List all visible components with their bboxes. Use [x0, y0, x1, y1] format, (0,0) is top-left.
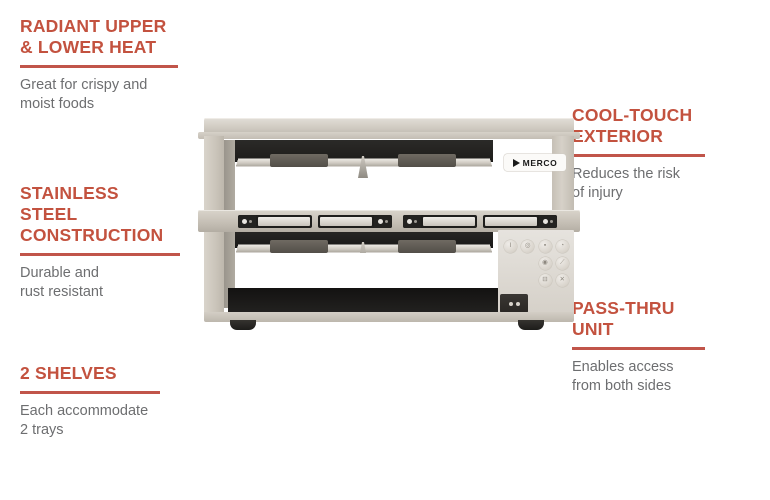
control-module[interactable] [403, 215, 477, 228]
callout-body: Great for crispy and moist foods [20, 76, 148, 113]
keypad-button-label: ◉ [542, 259, 548, 267]
lower-shelf-base [228, 288, 500, 314]
cabinet-base [204, 312, 574, 322]
control-knob-cluster-icon [539, 215, 557, 228]
keypad-button-label: ◎ [524, 242, 531, 250]
cabinet-foot-right [518, 320, 544, 330]
control-window [258, 217, 310, 226]
callout-divider [572, 154, 705, 157]
product-image-merco-merchandiser: MERCO I ◎ ▪ [198, 118, 580, 330]
control-knob-cluster-icon [374, 215, 392, 228]
upper-heat-housing-right [398, 154, 456, 167]
merco-logo-plate: MERCO [504, 154, 566, 171]
upper-heat-housing-left [270, 154, 328, 167]
keypad-button-label: ⟋ [559, 259, 565, 267]
callout-divider [20, 65, 178, 68]
callout-divider [20, 253, 180, 256]
callout-divider [20, 391, 160, 394]
control-knob-cluster-icon [238, 215, 256, 228]
keypad-button-label: ▪ [543, 242, 547, 250]
control-keypad[interactable]: I ◎ ▪ ◔ ◉ ⟋ ⊟ ✕ [504, 240, 570, 287]
control-window [485, 217, 537, 226]
callout-heading: 2 SHELVES [20, 363, 117, 383]
keypad-button-label: ◔ [560, 242, 565, 250]
cabinet-foot-left [230, 320, 256, 330]
control-knob-cluster-icon [403, 215, 421, 228]
lower-shelf-cavity [235, 253, 493, 291]
keypad-button[interactable]: I [504, 240, 517, 253]
control-display [500, 294, 528, 313]
cabinet-top-lip [198, 132, 580, 139]
keypad-button[interactable]: ◉ [538, 257, 552, 270]
callout-heading: PASS-THRU UNIT [572, 298, 675, 339]
keypad-button[interactable]: ▪ [538, 240, 552, 253]
keypad-button[interactable]: ⊟ [538, 274, 552, 287]
keypad-button[interactable]: ◔ [555, 240, 569, 253]
control-window [320, 217, 372, 226]
control-window [423, 217, 475, 226]
callout-stainless-steel: STAINLESS STEEL CONSTRUCTION Durable and… [20, 183, 200, 303]
keypad-button-label: ⊟ [542, 276, 548, 284]
keypad-button-label: ✕ [559, 276, 565, 284]
brand-name: MERCO [522, 157, 558, 168]
lower-heat-housing-right [398, 240, 456, 253]
keypad-button[interactable]: ◎ [521, 240, 535, 253]
merco-triangle-icon [512, 158, 520, 167]
callout-heading: COOL-TOUCH EXTERIOR [572, 105, 693, 146]
callout-two-shelves: 2 SHELVES Each accommodate 2 trays [20, 363, 198, 441]
callout-body: Each accommodate 2 trays [20, 402, 149, 439]
callout-radiant-heat: RADIANT UPPER & LOWER HEAT Great for cri… [20, 16, 198, 115]
lower-heat-housing-left [270, 240, 328, 253]
upper-center-divider [358, 156, 368, 178]
control-module[interactable] [238, 215, 312, 228]
cabinet-top [204, 118, 574, 136]
callout-divider [572, 347, 705, 350]
callout-body: Reduces the risk of injury [572, 165, 680, 202]
callout-heading: RADIANT UPPER & LOWER HEAT [20, 16, 167, 57]
callout-pass-thru-unit: PASS-THRU UNIT Enables access from both … [572, 298, 752, 397]
callout-body: Enables access from both sides [572, 358, 674, 395]
control-module[interactable] [483, 215, 557, 228]
callout-body: Durable and rust resistant [20, 264, 103, 301]
keypad-button[interactable]: ⟋ [555, 257, 569, 270]
callout-cool-touch-exterior: COOL-TOUCH EXTERIOR Reduces the risk of … [572, 105, 752, 204]
control-module[interactable] [318, 215, 392, 228]
keypad-button-label: I [509, 242, 512, 250]
callout-heading: STAINLESS STEEL CONSTRUCTION [20, 183, 164, 245]
keypad-button[interactable]: ✕ [555, 274, 569, 287]
